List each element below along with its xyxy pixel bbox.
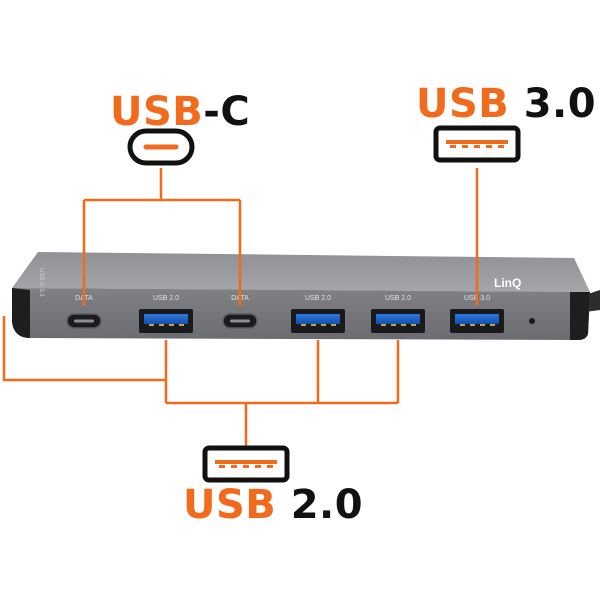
usb-3-label-b: 3.0: [509, 81, 597, 127]
usb-c-callout-icon: [127, 128, 195, 166]
hub-right-cap: [570, 292, 590, 340]
usb-c-port-icon[interactable]: [66, 313, 102, 329]
usb-a-port-icon[interactable]: [291, 309, 345, 333]
brand-logo: LinQ: [494, 276, 521, 290]
usb-a-port-icon[interactable]: [371, 309, 425, 333]
usb-c-port-icon[interactable]: [222, 313, 258, 329]
usb-3-callout-icon: [433, 125, 521, 163]
usb-c-label-b: -C: [203, 89, 251, 135]
usb-a-port-icon[interactable]: [450, 309, 504, 333]
hub-top: [12, 252, 590, 292]
usb-2-label-a: USB: [183, 482, 277, 528]
usb-a-port-icon[interactable]: [139, 309, 193, 333]
usb-c-callout-label: USB-C: [110, 92, 250, 132]
usb-3-label-a: USB: [416, 81, 510, 127]
status-led: [529, 318, 535, 324]
usb-2-callout-icon: [202, 445, 290, 483]
port-label: USB 2.0: [153, 295, 179, 302]
usb-c-label-a: USB: [110, 89, 204, 135]
usb-3-callout-label: USB 3.0: [416, 84, 596, 124]
port-label: USB 2.0: [385, 295, 411, 302]
usb-2-callout-label: USB 2.0: [183, 485, 363, 525]
usb-2-label-b: 2.0: [276, 482, 364, 528]
side-label: USB-C 3.1: [38, 268, 44, 297]
connector-lines: [2, 168, 479, 446]
hub-left-cap: [12, 288, 30, 338]
port-label: USB 2.0: [305, 295, 331, 302]
